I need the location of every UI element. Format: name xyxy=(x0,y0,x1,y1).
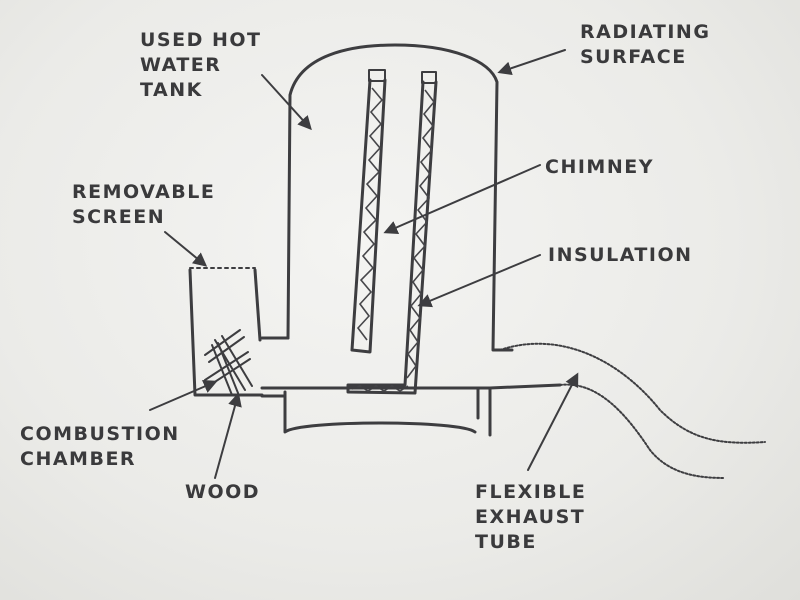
chimney xyxy=(346,69,438,395)
label-insulation: INSULATION xyxy=(548,244,693,266)
arrow-tank xyxy=(261,74,312,131)
arrow-screen xyxy=(164,231,208,267)
insulation-right xyxy=(406,89,436,379)
arrow-exhaust xyxy=(527,372,579,471)
exhaust-tube-lower xyxy=(559,383,726,479)
wood xyxy=(204,329,253,396)
arrow-insulation xyxy=(417,254,541,308)
combustion-chamber xyxy=(188,267,264,397)
arrow-chimney xyxy=(383,164,541,234)
exhaust-top-inner xyxy=(488,383,562,390)
label-wood: WOOD xyxy=(185,481,261,503)
base xyxy=(260,386,492,437)
insulation-left xyxy=(356,87,384,341)
arrow-radiating xyxy=(497,49,566,76)
label-chimney: CHIMNEY xyxy=(545,156,654,178)
arrow-combustion xyxy=(149,380,218,411)
arrow-wood xyxy=(214,392,242,479)
exhaust-tube-upper xyxy=(499,342,766,444)
tank-outline xyxy=(286,43,514,352)
